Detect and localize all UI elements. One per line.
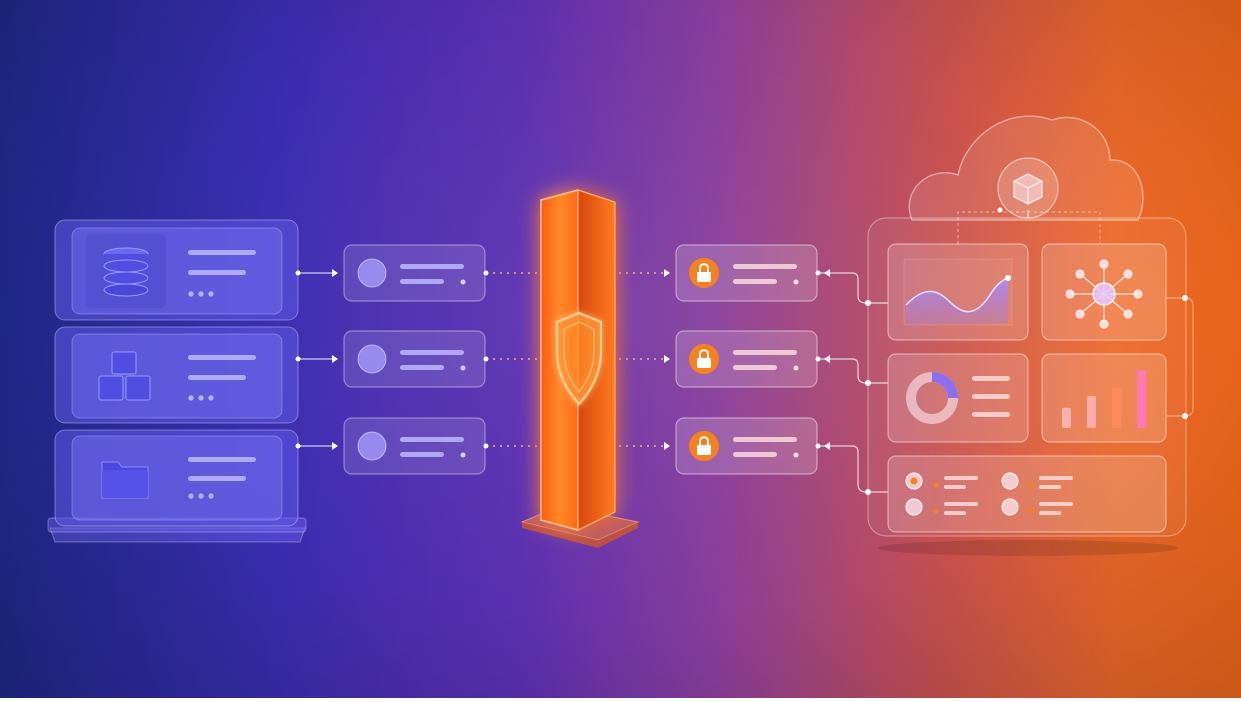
secured-packet <box>675 330 818 388</box>
cloud-platform <box>865 115 1194 537</box>
firewall-gateway <box>520 189 640 548</box>
server-unit-database <box>54 219 299 321</box>
cube-icon <box>997 157 1059 219</box>
lock-icon <box>689 344 719 374</box>
lock-icon <box>689 258 719 288</box>
bar-chart-bar <box>1062 407 1071 428</box>
source-connectors <box>295 269 338 450</box>
inbound-packets <box>343 244 486 475</box>
shield-icon <box>555 311 603 406</box>
more-dots-icon <box>188 395 214 401</box>
database-icon <box>103 247 149 297</box>
folder-icon <box>101 461 149 499</box>
donut-chart-icon <box>906 372 958 424</box>
bar-chart-icon <box>1062 370 1146 428</box>
server-base <box>49 527 306 543</box>
network-graph-icon <box>1065 259 1143 329</box>
list-icon <box>905 472 1073 516</box>
inbound-packet <box>343 330 486 388</box>
server-stack <box>47 219 307 543</box>
inbound-packet <box>343 417 486 475</box>
server-text-line <box>188 457 256 462</box>
secured-packets <box>675 244 818 475</box>
bar-chart-bar <box>1087 396 1096 428</box>
lock-icon <box>689 431 719 461</box>
secured-packet <box>675 244 818 302</box>
more-dots-icon <box>188 493 214 499</box>
server-text-line <box>188 375 246 380</box>
server-unit-cubes <box>54 326 299 424</box>
server-text-line <box>188 270 246 275</box>
cloud-shape <box>908 115 1144 221</box>
server-text-line <box>188 355 256 360</box>
circle-node-icon <box>357 258 387 288</box>
cubes-icon <box>98 351 151 401</box>
server-text-line <box>188 476 246 481</box>
server-unit-folder <box>54 429 299 527</box>
server-unit-frame <box>54 429 299 527</box>
circle-node-icon <box>357 431 387 461</box>
circle-node-icon <box>357 344 387 374</box>
panel-list <box>887 455 1167 533</box>
server-text-line <box>188 250 256 255</box>
more-dots-icon <box>188 291 214 297</box>
cloud-connectors <box>815 269 888 493</box>
secured-packet <box>675 417 818 475</box>
panel-donut-chart <box>887 353 1029 443</box>
bar-chart-bar <box>1137 370 1146 428</box>
panel-network-graph <box>1041 243 1167 341</box>
panel-bar-chart <box>1041 353 1167 443</box>
inbound-packet <box>343 244 486 302</box>
line-chart-icon <box>903 258 1013 326</box>
panel-line-chart <box>887 243 1029 341</box>
cloud-shadow <box>878 540 1178 556</box>
bar-chart-bar <box>1112 387 1121 428</box>
